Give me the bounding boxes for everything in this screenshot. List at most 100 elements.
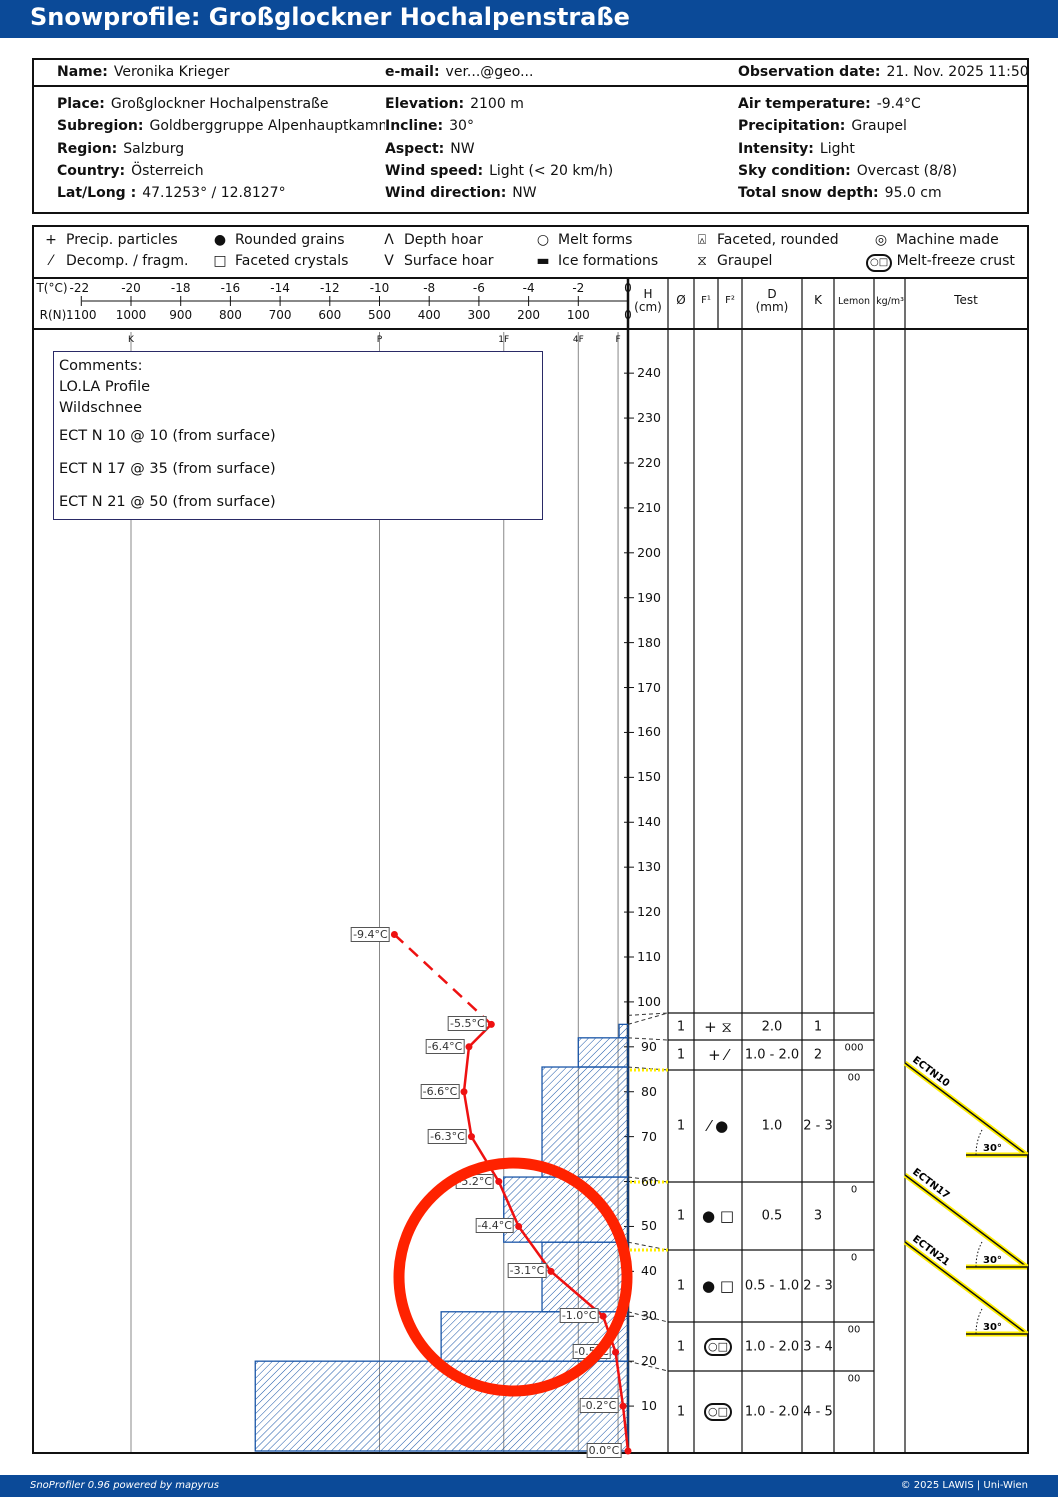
height-tick-label: 150 — [637, 769, 661, 785]
height-tick-label: 160 — [637, 724, 661, 740]
comments-title: Comments: — [59, 358, 143, 374]
temperature-point — [612, 1348, 620, 1356]
decomposed-icon: ⁄ — [49, 253, 53, 269]
precip-particles-icon: + — [45, 232, 57, 248]
precipitation-field: Precipitation:Graupel — [738, 118, 907, 134]
height-tick-label: 20 — [641, 1353, 657, 1369]
col-test: Test — [954, 293, 978, 307]
legend-decomp: ⁄Decomp. / fragm. — [40, 253, 189, 269]
country-field: Country:Österreich — [57, 163, 204, 179]
hardness-mark-label: P — [376, 335, 383, 345]
sky-condition-field: Sky condition:Overcast (8/8) — [738, 163, 958, 179]
col-f1: F¹ — [701, 295, 711, 306]
hardness-tick-label: 600 — [318, 308, 342, 322]
temperature-tick-label: -20 — [121, 281, 141, 295]
height-tick-label: 110 — [637, 948, 661, 964]
col-density: kg/m³ — [876, 296, 904, 307]
depth-hoar-icon: Λ — [384, 232, 394, 248]
hardness-value: 3 - 4 — [803, 1339, 833, 1354]
grain-size: 1.0 — [761, 1118, 783, 1134]
temperature-label: -0.2°C — [579, 1398, 619, 1414]
observation-date-field: Observation date:21. Nov. 2025 11:50 — [738, 64, 1029, 80]
lemon-value: 00 — [847, 1373, 861, 1385]
comment-line: ECT N 17 @ 35 (from surface) — [59, 461, 276, 477]
wind-direction-field: Wind direction:NW — [385, 185, 537, 201]
layer-count: 1 — [676, 1278, 686, 1294]
hardness-layer — [254, 1360, 629, 1452]
hardness-tick-label: 1100 — [66, 308, 97, 322]
temperature-point — [619, 1402, 627, 1410]
legend-precip: +Precip. particles — [40, 232, 178, 248]
legend-faceted-rounded: ⍓Faceted, rounded — [691, 232, 839, 248]
hardness-tick-label: 500 — [368, 308, 391, 322]
height-tick-label: 190 — [637, 589, 661, 605]
footer-copyright: © 2025 LAWIS | Uni-Wien — [900, 1480, 1028, 1491]
ice-formations-icon: ▬ — [536, 253, 550, 269]
legend-faceted: □Faceted crystals — [209, 253, 348, 269]
test-angle-arc — [975, 1241, 983, 1268]
wind-speed-field: Wind speed:Light (< 20 km/h) — [385, 163, 614, 179]
height-tick-label: 90 — [641, 1038, 657, 1054]
name-field: Name:Veronika Krieger — [57, 64, 230, 80]
col-d-unit: (mm) — [755, 300, 789, 314]
temperature-point — [465, 1043, 473, 1051]
test-fracture-line — [904, 1062, 1028, 1156]
intensity-field: Intensity:Light — [738, 141, 855, 157]
region-field: Region:Salzburg — [57, 141, 185, 157]
grain-size: 0.5 - 1.0 — [744, 1278, 800, 1294]
aspect-field: Aspect:NW — [385, 141, 475, 157]
temperature-tick-label: -12 — [319, 281, 340, 295]
temperature-tick-label: -18 — [170, 281, 191, 295]
grain-size: 0.5 — [761, 1208, 783, 1224]
layer-count: 1 — [676, 1339, 686, 1354]
temperature-tick-label: -16 — [220, 281, 241, 295]
height-tick-label: 130 — [637, 859, 661, 875]
hardness-mark-label: F — [615, 335, 621, 345]
hardness-tick-label: 800 — [218, 308, 242, 322]
hardness-value: 2 - 3 — [803, 1278, 833, 1294]
col-f2: F² — [725, 295, 735, 306]
place-field: Place:Großglockner Hochalpenstraße — [57, 96, 329, 112]
observer-info-panel: Name:Veronika Krieger e-mail:ver...@geo.… — [32, 58, 1029, 214]
faceted-rounded-icon: ⍓ — [697, 232, 707, 248]
temperature-label: -4.4°C — [475, 1218, 514, 1234]
height-axis-label: H — [643, 287, 653, 301]
temperature-point — [467, 1133, 475, 1141]
legend-ice: ▬Ice formations — [532, 253, 658, 269]
height-axis-unit: (cm) — [634, 300, 662, 314]
melt-forms-icon: ○ — [536, 232, 550, 248]
col-count: Ø — [676, 293, 686, 307]
temperature-point — [599, 1312, 607, 1320]
legend-graupel: ⧖Graupel — [691, 253, 772, 269]
comment-line: ECT N 10 @ 10 (from surface) — [59, 428, 276, 444]
temperature-label: -3.1°C — [507, 1263, 547, 1279]
temperature-label: -0.5°C — [572, 1344, 611, 1360]
surface-hoar-icon: V — [384, 253, 394, 269]
layer-count: 1 — [676, 1118, 686, 1134]
test-fracture-line — [904, 1174, 1028, 1268]
grain-shape-icons: + ⧖ — [704, 1017, 732, 1036]
hardness-tick-label: 0 — [624, 308, 632, 322]
elevation-field: Elevation:2100 m — [385, 96, 524, 112]
height-tick-label: 80 — [641, 1083, 657, 1099]
legend-machine-made: ◎Machine made — [870, 232, 999, 248]
grain-shape-icons: ⁄ ● — [707, 1117, 729, 1135]
temperature-tick-label: -14 — [270, 281, 290, 295]
test-angle-arc — [975, 1129, 983, 1156]
temperature-point — [460, 1088, 468, 1096]
lemon-value: 000 — [844, 1042, 864, 1054]
height-tick-label: 210 — [637, 499, 661, 515]
grain-shape-icons: ● □ — [701, 1277, 735, 1295]
lemon-value: 00 — [847, 1072, 861, 1084]
hardness-value: 2 - 3 — [803, 1118, 833, 1134]
rounded-grains-icon: ● — [213, 232, 227, 248]
temperature-tick-label: -10 — [369, 281, 390, 295]
height-tick-label: 10 — [641, 1398, 657, 1414]
col-d: D — [767, 287, 777, 301]
temperature-label: -5.2°C — [455, 1173, 495, 1189]
lemon-value: 00 — [847, 1324, 861, 1336]
layer-count: 1 — [676, 1208, 686, 1224]
height-tick-label: 230 — [637, 410, 661, 426]
temperature-label: -6.4°C — [425, 1038, 465, 1054]
